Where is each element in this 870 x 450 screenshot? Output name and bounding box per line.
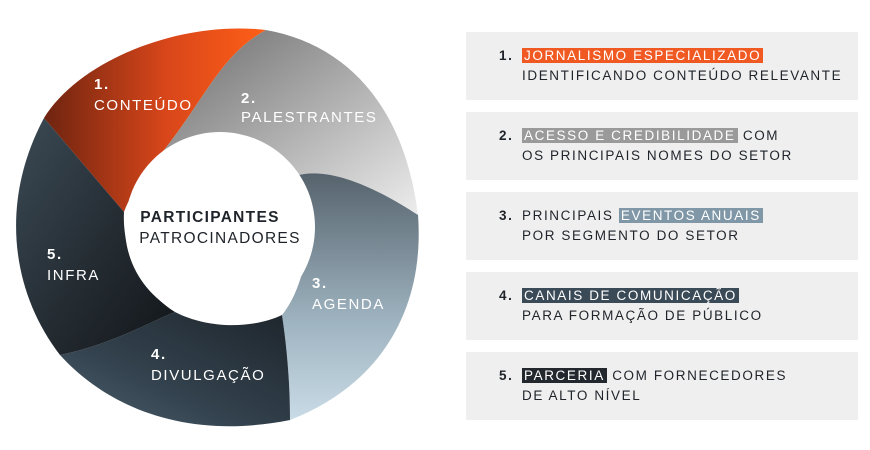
benefit-number: 5. bbox=[499, 368, 514, 383]
benefit-number: 3. bbox=[499, 208, 514, 223]
benefit-highlight: ACESSO E CREDIBILIDADE bbox=[522, 128, 738, 143]
benefit-card-line1: 5. PARCERIA COM FORNECEDORES bbox=[499, 366, 858, 386]
benefit-number: 1. bbox=[499, 48, 514, 63]
center-title: PARTICIPANTES bbox=[140, 209, 279, 226]
center-subtitle: PATROCINADORES bbox=[139, 230, 300, 247]
benefit-text-after: COM FORNECEDORES bbox=[612, 368, 788, 383]
participation-ring-diagram: PARTICIPANTES PATROCINADORES 1. CONTEÚDO… bbox=[16, 28, 419, 427]
benefit-highlight: PARCERIA bbox=[522, 368, 607, 383]
benefit-card-5: 5. PARCERIA COM FORNECEDORES DE ALTO NÍVE… bbox=[466, 352, 858, 420]
benefit-highlight: EVENTOS ANUAIS bbox=[618, 208, 763, 223]
segment-agenda bbox=[282, 173, 419, 420]
segment-palestrantes-label: PALESTRANTES bbox=[241, 109, 377, 126]
benefit-card-1: 1. JORNALISMO ESPECIALIZADO IDENTIFICANDO… bbox=[466, 32, 858, 100]
benefit-text-before: PRINCIPAIS bbox=[522, 208, 614, 223]
center-hub bbox=[125, 132, 315, 322]
benefit-card-line1: 4. CANAIS DE COMUNICAÇÃO bbox=[499, 286, 858, 306]
segment-conteudo bbox=[44, 28, 266, 212]
segment-palestrantes bbox=[160, 30, 418, 215]
benefit-text-after: COM bbox=[742, 128, 780, 143]
benefit-card-line2: PARA FORMAÇÃO DE PÚBLICO bbox=[522, 308, 763, 323]
segment-infra bbox=[16, 118, 176, 355]
benefit-highlight: JORNALISMO ESPECIALIZADO bbox=[522, 48, 764, 63]
benefit-card-line2: IDENTIFICANDO CONTEÚDO RELEVANTE bbox=[522, 68, 843, 83]
benefit-card-line2: POR SEGMENTO DO SETOR bbox=[522, 228, 740, 243]
benefit-card-2: 2. ACESSO E CREDIBILIDADE COM OS PRINCIPA… bbox=[466, 112, 858, 180]
benefit-card-line2: OS PRINCIPAIS NOMES DO SETOR bbox=[522, 148, 793, 163]
segment-agenda-label: AGENDA bbox=[312, 296, 385, 313]
benefits-list: 1. JORNALISMO ESPECIALIZADO IDENTIFICANDO… bbox=[466, 32, 858, 432]
segment-divulgacao-number: 4. bbox=[151, 346, 167, 363]
segment-infra-number: 5. bbox=[47, 246, 63, 263]
benefit-number: 4. bbox=[499, 288, 514, 303]
segment-divulgacao bbox=[60, 312, 290, 427]
benefit-number: 2. bbox=[499, 128, 514, 143]
segment-agenda-number: 3. bbox=[312, 275, 328, 292]
benefit-card-line2: DE ALTO NÍVEL bbox=[522, 388, 642, 403]
segment-divulgacao-label: DIVULGAÇÃO bbox=[151, 367, 265, 384]
segment-conteudo-number: 1. bbox=[94, 76, 110, 93]
benefit-card-line1: 2. ACESSO E CREDIBILIDADE COM bbox=[499, 126, 858, 146]
segment-palestrantes-number: 2. bbox=[241, 90, 257, 107]
segment-conteudo-label: CONTEÚDO bbox=[94, 97, 193, 114]
benefit-card-line1: 1. JORNALISMO ESPECIALIZADO bbox=[499, 46, 858, 66]
benefit-highlight: CANAIS DE COMUNICAÇÃO bbox=[522, 288, 739, 303]
benefit-card-3: 3. PRINCIPAIS EVENTOS ANUAIS POR SEGMENTO… bbox=[466, 192, 858, 260]
segment-infra-label: INFRA bbox=[47, 267, 100, 284]
benefit-card-line1: 3. PRINCIPAIS EVENTOS ANUAIS bbox=[499, 206, 858, 226]
benefit-card-4: 4. CANAIS DE COMUNICAÇÃO PARA FORMAÇÃO DE… bbox=[466, 272, 858, 340]
